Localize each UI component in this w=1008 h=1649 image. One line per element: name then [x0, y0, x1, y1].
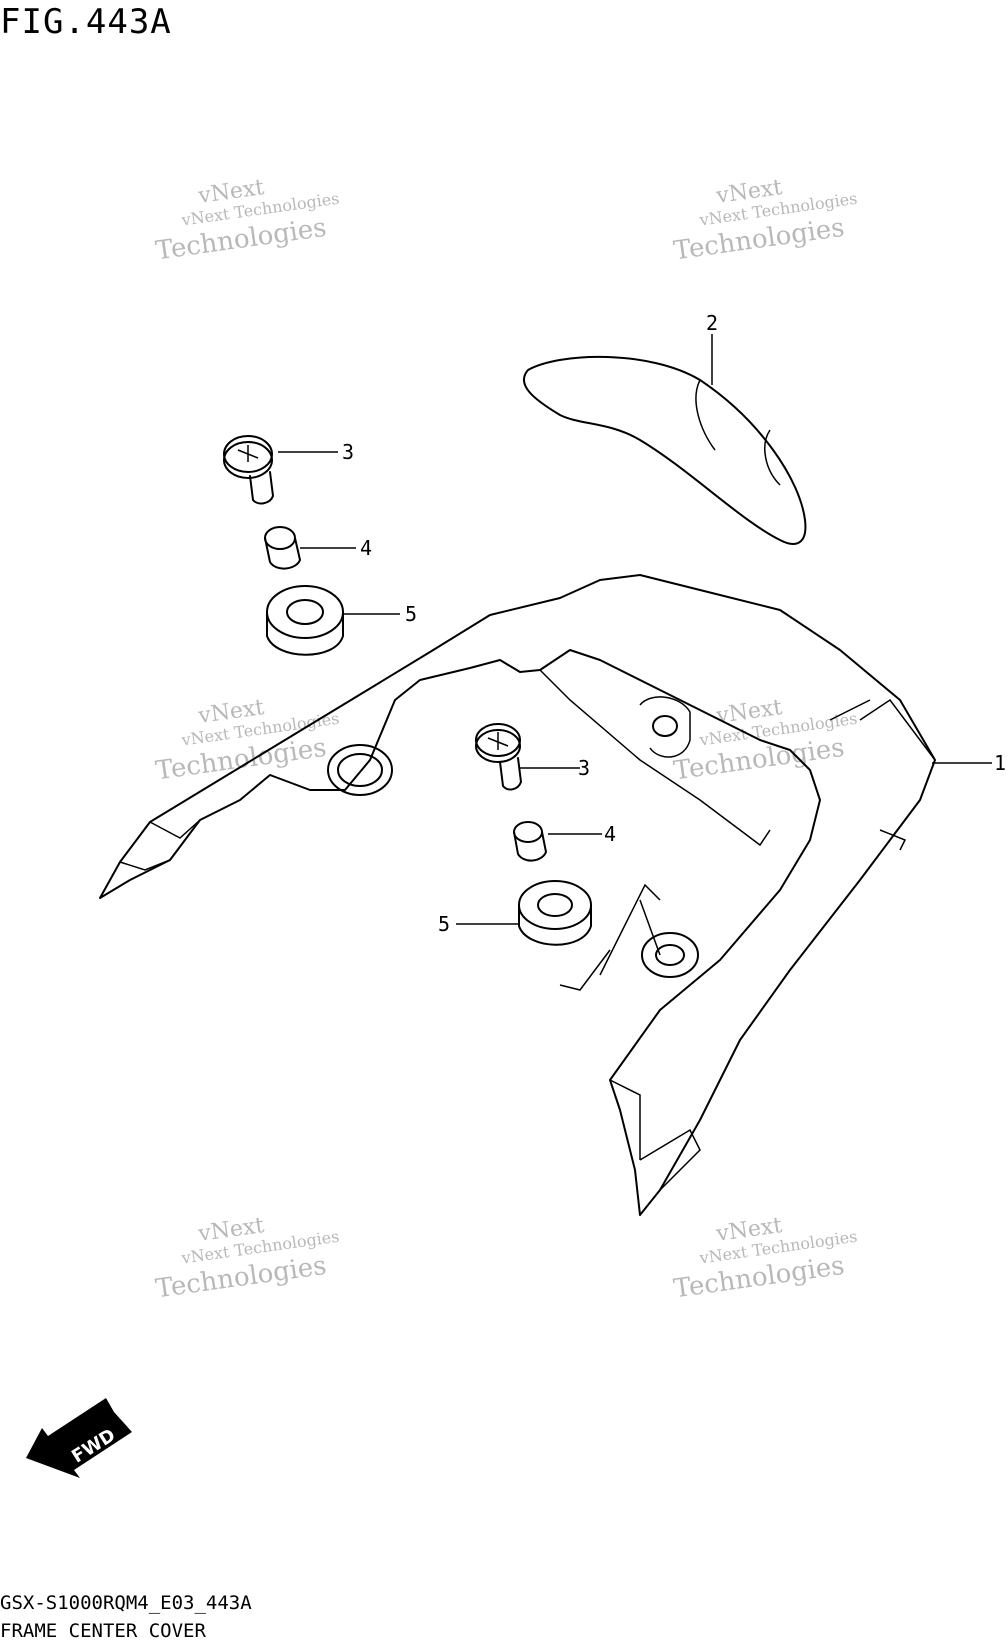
callout-4-lower: 4 [604, 822, 616, 846]
watermark-top-left: vNext Technologies vNext Technologies [154, 175, 341, 266]
part-4-spacer-lower [513, 821, 547, 862]
leader-lines [278, 334, 992, 925]
fwd-arrow-icon: FWD [26, 1398, 132, 1478]
callout-1: 1 [994, 751, 1006, 775]
callout-2: 2 [706, 311, 718, 335]
part-2-pad [522, 355, 807, 545]
part-3-screw-lower [475, 723, 522, 791]
figure-caption: FRAME CENTER COVER [0, 1620, 206, 1642]
model-code: GSX-S1000RQM4_E03_443A [0, 1592, 252, 1614]
watermark-mid-left: vNext Technologies vNext Technologies [154, 695, 341, 786]
callout-5-lower: 5 [438, 912, 450, 936]
watermark-bottom-right: vNext Technologies vNext Technologies [672, 1213, 859, 1304]
part-1-frame-center-cover [99, 574, 936, 1216]
figure-title: FIG.443A [0, 2, 172, 42]
part-5-grommet-upper [266, 585, 344, 656]
part-5-grommet-lower [518, 880, 592, 946]
callout-3-upper: 3 [342, 440, 354, 464]
watermark-top-right: vNext Technologies vNext Technologies [672, 175, 859, 266]
callout-4-upper: 4 [360, 536, 372, 560]
callout-3-lower: 3 [578, 756, 590, 780]
watermark-mid-right: vNext Technologies vNext Technologies [672, 695, 859, 786]
watermark-bottom-left: vNext Technologies vNext Technologies [154, 1213, 341, 1304]
part-3-screw-upper [223, 435, 274, 505]
part-4-spacer-upper [264, 526, 301, 570]
callout-5-upper: 5 [405, 602, 417, 626]
